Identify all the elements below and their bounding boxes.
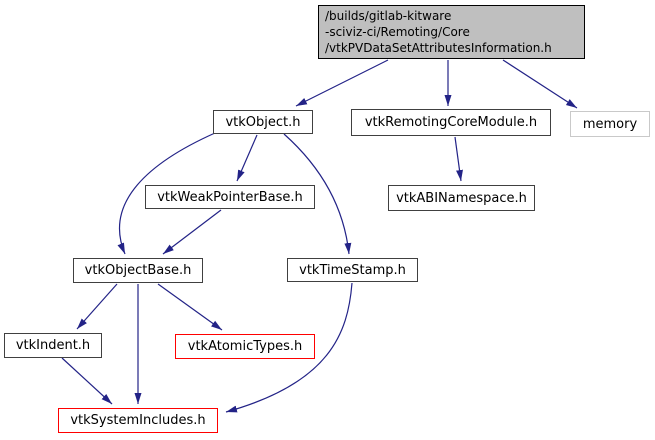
node-label: vtkObject.h bbox=[225, 114, 301, 130]
node-label: /builds/gitlab-kitware -sciviz-ci/Remoti… bbox=[325, 9, 552, 55]
edge-vtkobject-to-vtkweakpointerbase bbox=[236, 134, 258, 182]
edge-vtkindent-to-vtksystemincludes bbox=[61, 357, 113, 405]
node-memory: memory bbox=[570, 111, 650, 137]
node-vtkremotingcoremodule-h[interactable]: vtkRemotingCoreModule.h bbox=[351, 109, 551, 136]
node-vtkobject-h[interactable]: vtkObject.h bbox=[213, 110, 313, 134]
node-label: memory bbox=[582, 116, 638, 132]
node-vtksystemincludes-h[interactable]: vtkSystemIncludes.h bbox=[58, 408, 218, 433]
edge-vtkobjectbase-to-vtkatomictypes bbox=[157, 283, 223, 331]
node-vtkatomictypes-h[interactable]: vtkAtomicTypes.h bbox=[175, 334, 315, 359]
edge-main-to-vtkobject bbox=[295, 59, 389, 107]
node-label: vtkABINamespace.h bbox=[396, 190, 527, 206]
node-vtkindent-h[interactable]: vtkIndent.h bbox=[4, 333, 102, 358]
node-label: vtkWeakPointerBase.h bbox=[157, 189, 303, 205]
node-vtkabinamespace-h[interactable]: vtkABINamespace.h bbox=[388, 185, 535, 211]
node-vtkweakpointerbase-h[interactable]: vtkWeakPointerBase.h bbox=[145, 185, 315, 209]
edge-main-to-memory bbox=[502, 59, 578, 109]
edge-vtktimestamp-to-vtksystemincludes bbox=[225, 282, 353, 413]
node-label: vtkAtomicTypes.h bbox=[187, 339, 303, 354]
node-label: vtkIndent.h bbox=[15, 338, 91, 353]
edge-vtkobject-to-vtktimestamp bbox=[283, 133, 352, 255]
edge-vtkobject-to-vtkobjectbase bbox=[117, 132, 216, 255]
node-main-file: /builds/gitlab-kitware -sciviz-ci/Remoti… bbox=[318, 5, 585, 59]
node-label: vtkObjectBase.h bbox=[84, 263, 192, 278]
node-vtktimestamp-h[interactable]: vtkTimeStamp.h bbox=[287, 258, 418, 282]
node-label: vtkRemotingCoreModule.h bbox=[364, 115, 538, 130]
node-label: vtkSystemIncludes.h bbox=[70, 413, 206, 428]
node-vtkobjectbase-h[interactable]: vtkObjectBase.h bbox=[73, 258, 203, 283]
node-label: vtkTimeStamp.h bbox=[299, 262, 406, 278]
edge-vtkremotingcoremodule-to-vtkabinamespace bbox=[454, 136, 463, 182]
edge-vtkobjectbase-to-vtkindent bbox=[76, 283, 118, 330]
edge-vtkweakpointerbase-to-vtkobjectbase bbox=[162, 209, 222, 255]
